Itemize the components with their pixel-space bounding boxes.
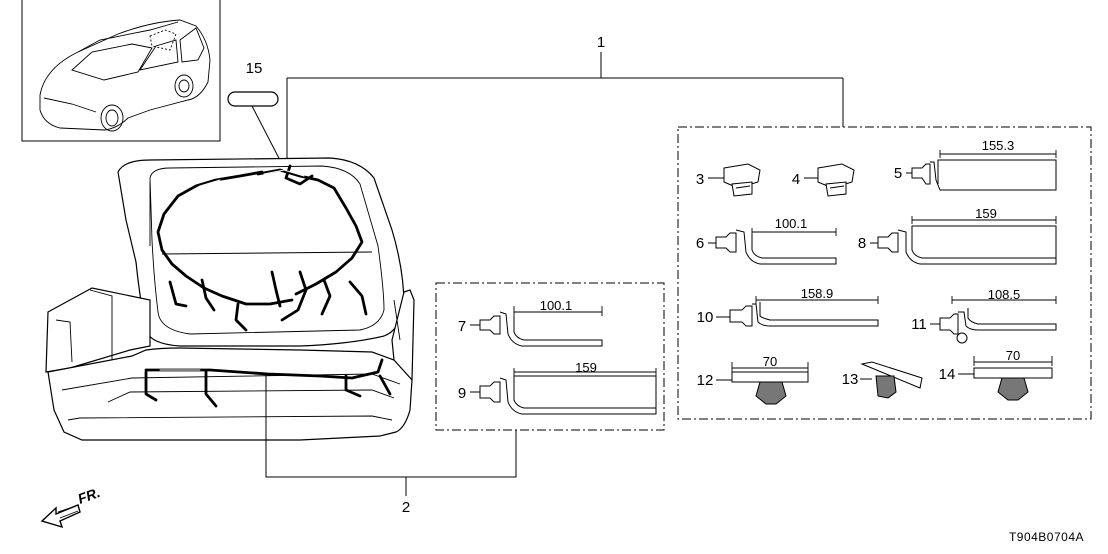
main-harness-1 [156, 164, 368, 332]
dim-9: 159 [575, 360, 597, 375]
callout-3: 3 [696, 171, 704, 188]
front-label: FR. [76, 484, 103, 507]
callout-12: 12 [697, 372, 714, 389]
callout-13: 13 [842, 371, 859, 388]
callout-15: 15 [246, 60, 263, 77]
grommet-15 [227, 91, 285, 169]
clip-10: 10 158.9 [697, 286, 879, 327]
clip-12: 12 70 [697, 354, 809, 405]
clip-3: 3 [696, 163, 761, 197]
callout-1: 1 [597, 34, 605, 51]
dim-11: 108.5 [988, 287, 1021, 302]
vehicle-rear-body [45, 157, 415, 441]
callout-1-leaders [286, 52, 844, 170]
dim-6: 100.1 [775, 216, 808, 231]
dim-12: 70 [763, 354, 777, 369]
callout-10: 10 [697, 309, 714, 326]
dim-7: 100.1 [540, 298, 573, 313]
clip-6: 6 100.1 [696, 216, 837, 265]
clip-7: 7 100.1 [458, 298, 603, 347]
clip-panel-main [677, 126, 1092, 420]
callout-11: 11 [911, 316, 927, 333]
callout-6: 6 [696, 235, 704, 252]
clip-11: 11 108.5 [911, 287, 1057, 344]
clip-8: 8 159 [858, 206, 1057, 265]
vehicle-thumbnail [21, 0, 221, 142]
clip-9: 9 159 [458, 360, 657, 415]
callout-2-leaders [265, 374, 517, 496]
callout-2: 2 [402, 499, 410, 516]
clip-14: 14 70 [939, 348, 1053, 401]
dim-5: 155.3 [982, 138, 1015, 153]
dim-10: 158.9 [801, 286, 834, 301]
diagram-code: T904B0704A [1009, 530, 1084, 544]
callout-5: 5 [894, 165, 902, 182]
front-arrow-icon [40, 504, 81, 529]
dim-8: 159 [975, 206, 997, 221]
callout-4: 4 [792, 171, 800, 188]
callout-7: 7 [458, 318, 466, 335]
sub-harness-2 [144, 358, 392, 408]
dim-14: 70 [1006, 348, 1020, 363]
clip-4: 4 [792, 163, 855, 197]
clip-panel-sub [435, 282, 665, 431]
callout-8: 8 [858, 235, 866, 252]
clip-5: 5 155.3 [894, 138, 1057, 191]
callout-14: 14 [939, 366, 956, 383]
clip-13: 13 [842, 361, 923, 399]
callout-9: 9 [458, 385, 466, 402]
